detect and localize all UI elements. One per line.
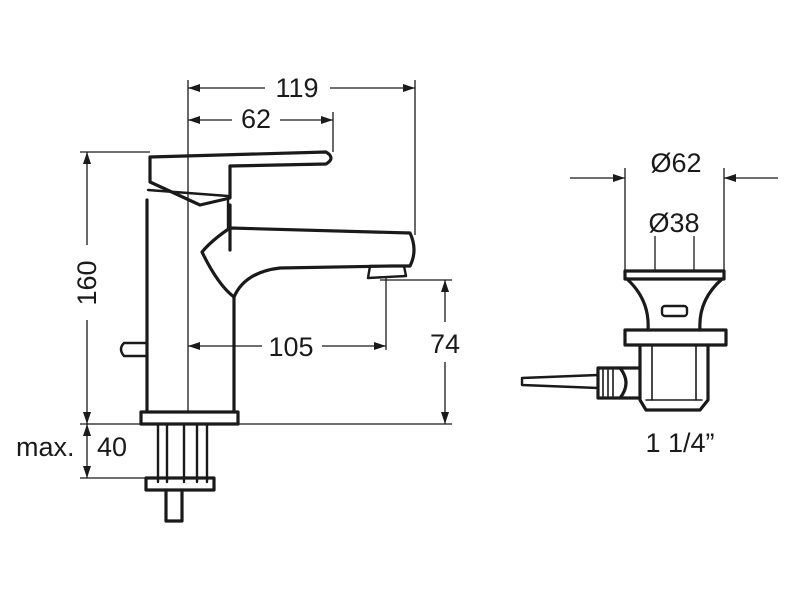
cartridge-cap	[146, 188, 230, 230]
dim-height: 160	[72, 260, 102, 305]
dim-max-label: max.	[16, 432, 75, 462]
waste-body	[625, 277, 724, 332]
popup-waste	[520, 269, 728, 412]
faucet-body	[145, 198, 236, 414]
waste-dimensions: Ø62 Ø38 1 1/4”	[570, 148, 778, 458]
faucet-dimensions: 119 62 160 105 74 ma	[16, 73, 460, 479]
popup-rod-knob	[119, 341, 149, 358]
dim-waste-outer-diameter: Ø62	[650, 148, 701, 178]
waste-flange	[623, 269, 726, 281]
threaded-rod	[164, 488, 184, 523]
dim-waste-inner-diameter: Ø38	[648, 208, 699, 238]
basin-mixer-faucet	[119, 80, 416, 523]
spout	[200, 226, 416, 299]
waste-nut	[623, 328, 728, 347]
faucet-base	[139, 410, 240, 426]
dim-overall-reach: 119	[275, 73, 318, 103]
linkage-connector	[596, 366, 642, 400]
dim-max-thickness: 40	[97, 432, 127, 462]
dim-waste-thread: 1 1/4”	[645, 428, 714, 458]
lever-handle	[148, 150, 333, 207]
dim-spout-height: 74	[430, 329, 460, 359]
dim-lever-length: 62	[241, 104, 271, 134]
waste-tailpiece	[638, 343, 710, 412]
aerator	[366, 264, 408, 280]
mounting-studs	[156, 422, 209, 484]
fixing-nut	[144, 476, 216, 492]
waste-slot	[660, 304, 689, 318]
linkage-rod	[520, 373, 600, 390]
dim-spout-reach: 105	[268, 332, 313, 362]
